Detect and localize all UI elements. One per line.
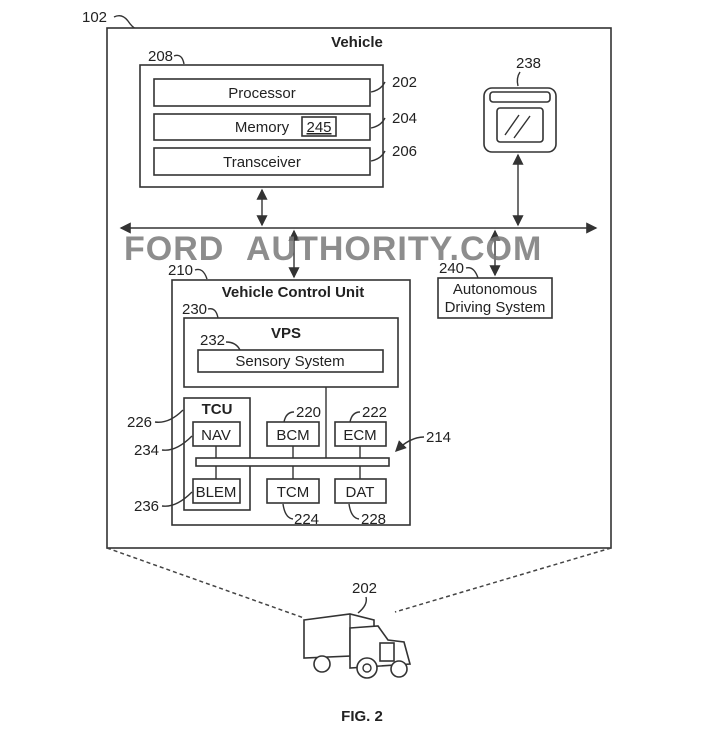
memory-ref: 204 bbox=[392, 110, 417, 127]
wheel bbox=[356, 657, 378, 679]
leader-line bbox=[357, 596, 368, 614]
leader-line bbox=[349, 411, 361, 423]
tcu-ref: 226 bbox=[127, 414, 152, 431]
leader-line bbox=[161, 491, 193, 507]
tcm-ref: 224 bbox=[294, 511, 319, 528]
leader-line bbox=[194, 268, 208, 280]
leader-line bbox=[370, 81, 386, 93]
autonomous-box bbox=[437, 277, 553, 319]
bus-links bbox=[215, 446, 361, 479]
leader-line bbox=[113, 14, 137, 30]
vcu-title: Vehicle Control Unit bbox=[222, 284, 365, 301]
computer-block: 208 Processor Memory 245 Transceiver 202… bbox=[139, 48, 417, 188]
transceiver-ref: 206 bbox=[392, 143, 417, 160]
bcm-box bbox=[266, 421, 320, 447]
blem-ref: 236 bbox=[134, 498, 159, 515]
transceiver-label: Transceiver bbox=[223, 154, 301, 171]
leader-line bbox=[282, 503, 294, 520]
internal-bus-bar bbox=[195, 457, 390, 467]
sensory-system-label: Sensory System bbox=[235, 353, 344, 370]
sensory-system-box bbox=[197, 349, 384, 373]
nav-ref: 234 bbox=[134, 442, 159, 459]
leader-line bbox=[370, 150, 386, 162]
leader-line bbox=[207, 308, 219, 319]
bcm-label: BCM bbox=[276, 427, 309, 444]
memory-item-box bbox=[301, 116, 337, 137]
bus-ref: 214 bbox=[426, 429, 451, 446]
figure-label: FIG. 2 bbox=[341, 708, 383, 725]
hub bbox=[362, 663, 372, 673]
vehicle-control-unit: 210 Vehicle Control Unit 230 VPS 232 Sen… bbox=[127, 262, 451, 528]
ecm-ref: 222 bbox=[362, 404, 387, 421]
autonomous-line1: Autonomous bbox=[453, 281, 537, 298]
tcm-label: TCM bbox=[277, 484, 310, 501]
processor-box bbox=[153, 78, 371, 107]
projection-line bbox=[394, 547, 612, 613]
display-vents bbox=[489, 91, 551, 103]
tcm-box bbox=[266, 478, 320, 504]
transceiver-box bbox=[153, 147, 371, 176]
nav-label: NAV bbox=[201, 427, 231, 444]
dat-box bbox=[334, 478, 387, 504]
truck-illustration: 202 bbox=[303, 580, 412, 679]
watermark: FORD AUTHORITY.COM bbox=[124, 230, 542, 268]
watermark-rest: AUTHORITY.COM bbox=[246, 230, 542, 268]
vcu-ref: 210 bbox=[168, 262, 193, 279]
leader-line bbox=[516, 71, 521, 87]
leader-line bbox=[370, 117, 386, 129]
leader-line bbox=[173, 54, 185, 65]
dat-ref: 228 bbox=[361, 511, 386, 528]
wheel bbox=[390, 660, 408, 678]
processor-label: Processor bbox=[228, 85, 296, 102]
display-device-ref: 238 bbox=[516, 55, 541, 72]
screen-glare bbox=[504, 114, 531, 139]
processor-ref: 202 bbox=[392, 74, 417, 91]
blem-label: BLEM bbox=[196, 484, 237, 501]
ecm-label: ECM bbox=[343, 427, 376, 444]
leader-line bbox=[225, 341, 241, 351]
vps-title: VPS bbox=[271, 325, 301, 342]
autonomous-line2: Driving System bbox=[445, 299, 546, 316]
display-device: 238 bbox=[483, 55, 557, 153]
wheel bbox=[313, 655, 331, 673]
ecm-box bbox=[334, 421, 387, 447]
autonomous-driving-block: 240 Autonomous Driving System bbox=[437, 260, 553, 319]
leader-line bbox=[465, 267, 479, 279]
truck-ref: 202 bbox=[352, 580, 377, 597]
display-screen bbox=[496, 107, 544, 143]
autonomous-ref: 240 bbox=[439, 260, 464, 277]
dat-label: DAT bbox=[346, 484, 375, 501]
nav-box bbox=[192, 421, 241, 447]
memory-item-ref: 245 bbox=[306, 119, 331, 136]
leader-line bbox=[348, 503, 360, 520]
vehicle-ref: 102 bbox=[82, 9, 107, 26]
bcm-ref: 220 bbox=[296, 404, 321, 421]
watermark-brand: FORD bbox=[124, 230, 224, 268]
leader-line bbox=[161, 435, 193, 451]
vehicle-bus bbox=[119, 153, 598, 279]
truck-grille bbox=[379, 642, 395, 662]
leader-line bbox=[154, 409, 184, 423]
computer-ref: 208 bbox=[148, 48, 173, 65]
tcu-title: TCU bbox=[202, 401, 233, 418]
memory-label: Memory bbox=[235, 119, 290, 136]
projection-line bbox=[106, 547, 305, 619]
bus-ref-arrow bbox=[395, 436, 425, 452]
sensory-ref: 232 bbox=[200, 332, 225, 349]
vehicle-title: Vehicle bbox=[331, 34, 383, 51]
vps-ref: 230 bbox=[182, 301, 207, 318]
leader-line bbox=[283, 411, 295, 423]
blem-box bbox=[192, 478, 241, 504]
